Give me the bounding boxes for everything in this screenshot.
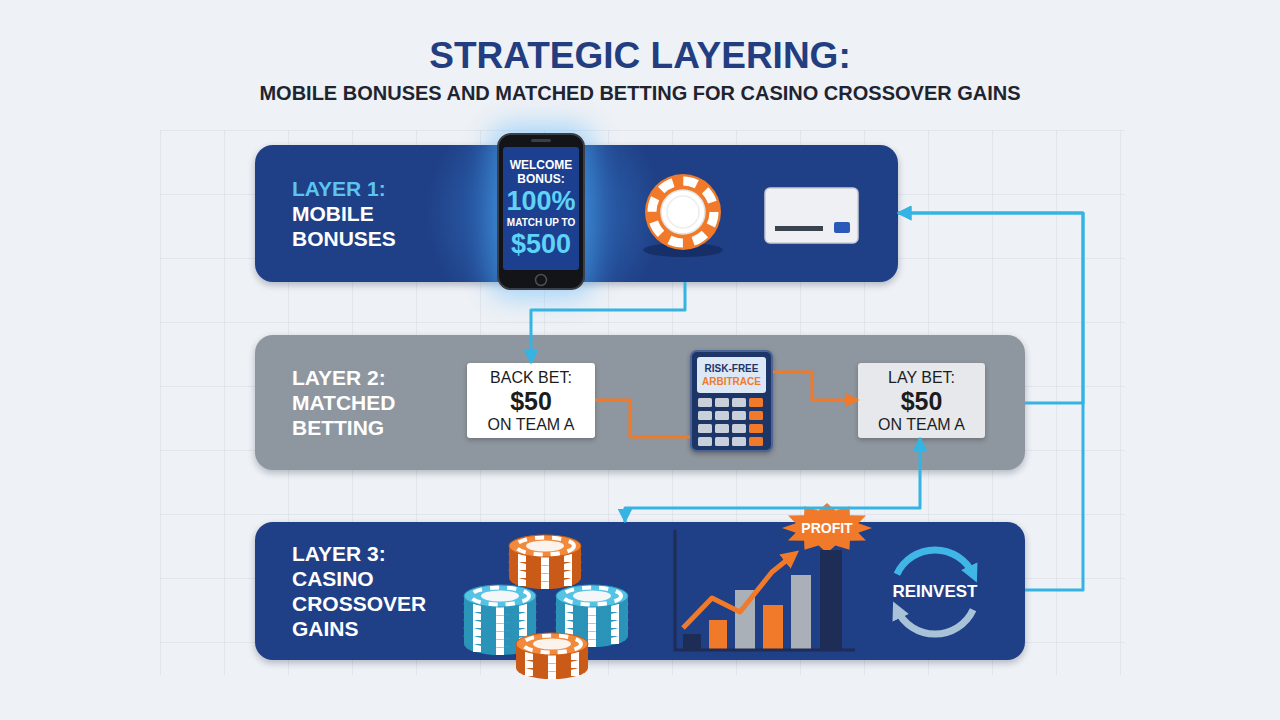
trend-arrow — [683, 556, 792, 628]
bet-selection: ON TEAM A — [878, 415, 965, 434]
chip-stacks — [464, 535, 628, 679]
calculator-key — [749, 437, 763, 446]
poker-chip — [509, 559, 581, 589]
chart-bar — [683, 634, 701, 650]
poker-chip — [464, 593, 536, 623]
grid-lines — [160, 130, 1125, 675]
phone-display — [503, 147, 579, 270]
calculator-key — [715, 424, 729, 433]
poker-chip — [556, 617, 628, 647]
phone-button — [536, 275, 547, 286]
calculator-display: ARBITRACE — [702, 375, 761, 388]
calculator-key — [698, 411, 712, 420]
calculator-key — [698, 398, 712, 407]
starburst-shape — [782, 503, 872, 553]
calculator-key — [749, 424, 763, 433]
calculator: RISK-FREEARBITRACE — [690, 350, 773, 452]
poker-chip — [516, 641, 588, 671]
calculator-key — [715, 411, 729, 420]
phone-body — [498, 134, 584, 289]
poker-chip — [509, 543, 581, 573]
poker-chip — [509, 535, 581, 565]
poker-chip — [464, 585, 536, 615]
poker-chip — [464, 617, 536, 647]
calculator-display: RISK-FREE — [705, 362, 759, 375]
layer-band: LAYER 1:MOBILE BONUSES WELCOME BONUS:100%… — [255, 145, 898, 282]
bar-chart — [675, 530, 855, 650]
cycle-connector — [898, 213, 1083, 403]
layer-number: LAYER 3: — [292, 541, 457, 566]
chip-shadow — [643, 243, 723, 257]
bonus-heading: WELCOME BONUS: — [503, 158, 579, 186]
layer-number: LAYER 1: — [292, 176, 457, 201]
bet-type: BACK BET: — [490, 368, 572, 387]
poker-chip — [516, 633, 588, 663]
credit-card — [765, 188, 858, 243]
diagram-title: STRATEGIC LAYERING: — [0, 34, 1280, 78]
cycle-arrow — [897, 550, 973, 574]
layer-name: MOBILE BONUSES — [292, 201, 457, 251]
cycle-label: REINVEST — [880, 581, 990, 603]
poker-chip — [556, 593, 628, 623]
layer-name: MATCHED BETTING — [292, 390, 457, 440]
cycle-arrow — [897, 610, 973, 634]
poker-chip — [556, 601, 628, 631]
poker-chip — [464, 625, 536, 655]
bet-stake: $50 — [901, 387, 943, 415]
bonus-note: MATCH UP TO — [507, 216, 575, 229]
poker-chip — [464, 601, 536, 631]
calculator-key — [698, 437, 712, 446]
bet-stake: $50 — [510, 387, 552, 415]
calculator-key — [732, 424, 746, 433]
chart-bar — [709, 620, 727, 650]
calculator-key — [715, 437, 729, 446]
layer-band: LAYER 3:CASINO CROSSOVER GAINS PROFIT — [255, 522, 1025, 660]
chip-ring — [667, 196, 699, 228]
chart-bar — [735, 590, 755, 650]
calculator-key — [715, 398, 729, 407]
calculator-keys — [698, 398, 763, 446]
chart-axis — [675, 530, 855, 650]
flow-connector — [595, 400, 690, 437]
chip-center — [661, 190, 705, 234]
chart-bar — [820, 550, 842, 650]
cycle-connector — [531, 282, 685, 363]
poker-chip — [509, 551, 581, 581]
bonus-amount: $500 — [511, 229, 571, 259]
chart-bar — [791, 575, 811, 650]
poker-chip — [645, 174, 721, 250]
subtitle: MOBILE BONUSES AND MATCHED BETTING FOR C… — [0, 80, 1280, 106]
poker-chip — [464, 609, 536, 639]
card-chip — [834, 222, 850, 233]
card-number-bar — [775, 226, 823, 231]
cycle-connector — [898, 213, 1083, 590]
bonus-percent: 100% — [506, 186, 575, 216]
chip-stripes — [652, 181, 714, 243]
profit-label: PROFIT — [801, 520, 852, 536]
chart-bar — [763, 605, 783, 650]
profit-burst: PROFIT — [782, 503, 872, 553]
bet-type: LAY BET: — [888, 368, 955, 387]
calculator-key — [749, 411, 763, 420]
calculator-key — [698, 424, 712, 433]
layer-number: LAYER 2: — [292, 365, 457, 390]
flow-connector — [773, 372, 858, 400]
calculator-key — [732, 398, 746, 407]
layer-band: LAYER 2:MATCHED BETTINGBACK BET:$50ON TE… — [255, 335, 1025, 470]
calculator-key — [749, 398, 763, 407]
calculator-key — [732, 437, 746, 446]
poker-chip — [516, 649, 588, 679]
phone-speaker — [531, 139, 551, 142]
cycle-connector — [625, 438, 920, 522]
poker-chip — [556, 585, 628, 615]
phone-screen: WELCOME BONUS:100%MATCH UP TO$500 — [497, 133, 585, 290]
bet-box: BACK BET:$50ON TEAM A — [467, 363, 595, 438]
bet-box: LAY BET:$50ON TEAM A — [858, 363, 985, 438]
layer-name: CASINO CROSSOVER GAINS — [292, 566, 457, 641]
calculator-key — [732, 411, 746, 420]
bet-selection: ON TEAM A — [488, 415, 575, 434]
poker-chip — [556, 609, 628, 639]
